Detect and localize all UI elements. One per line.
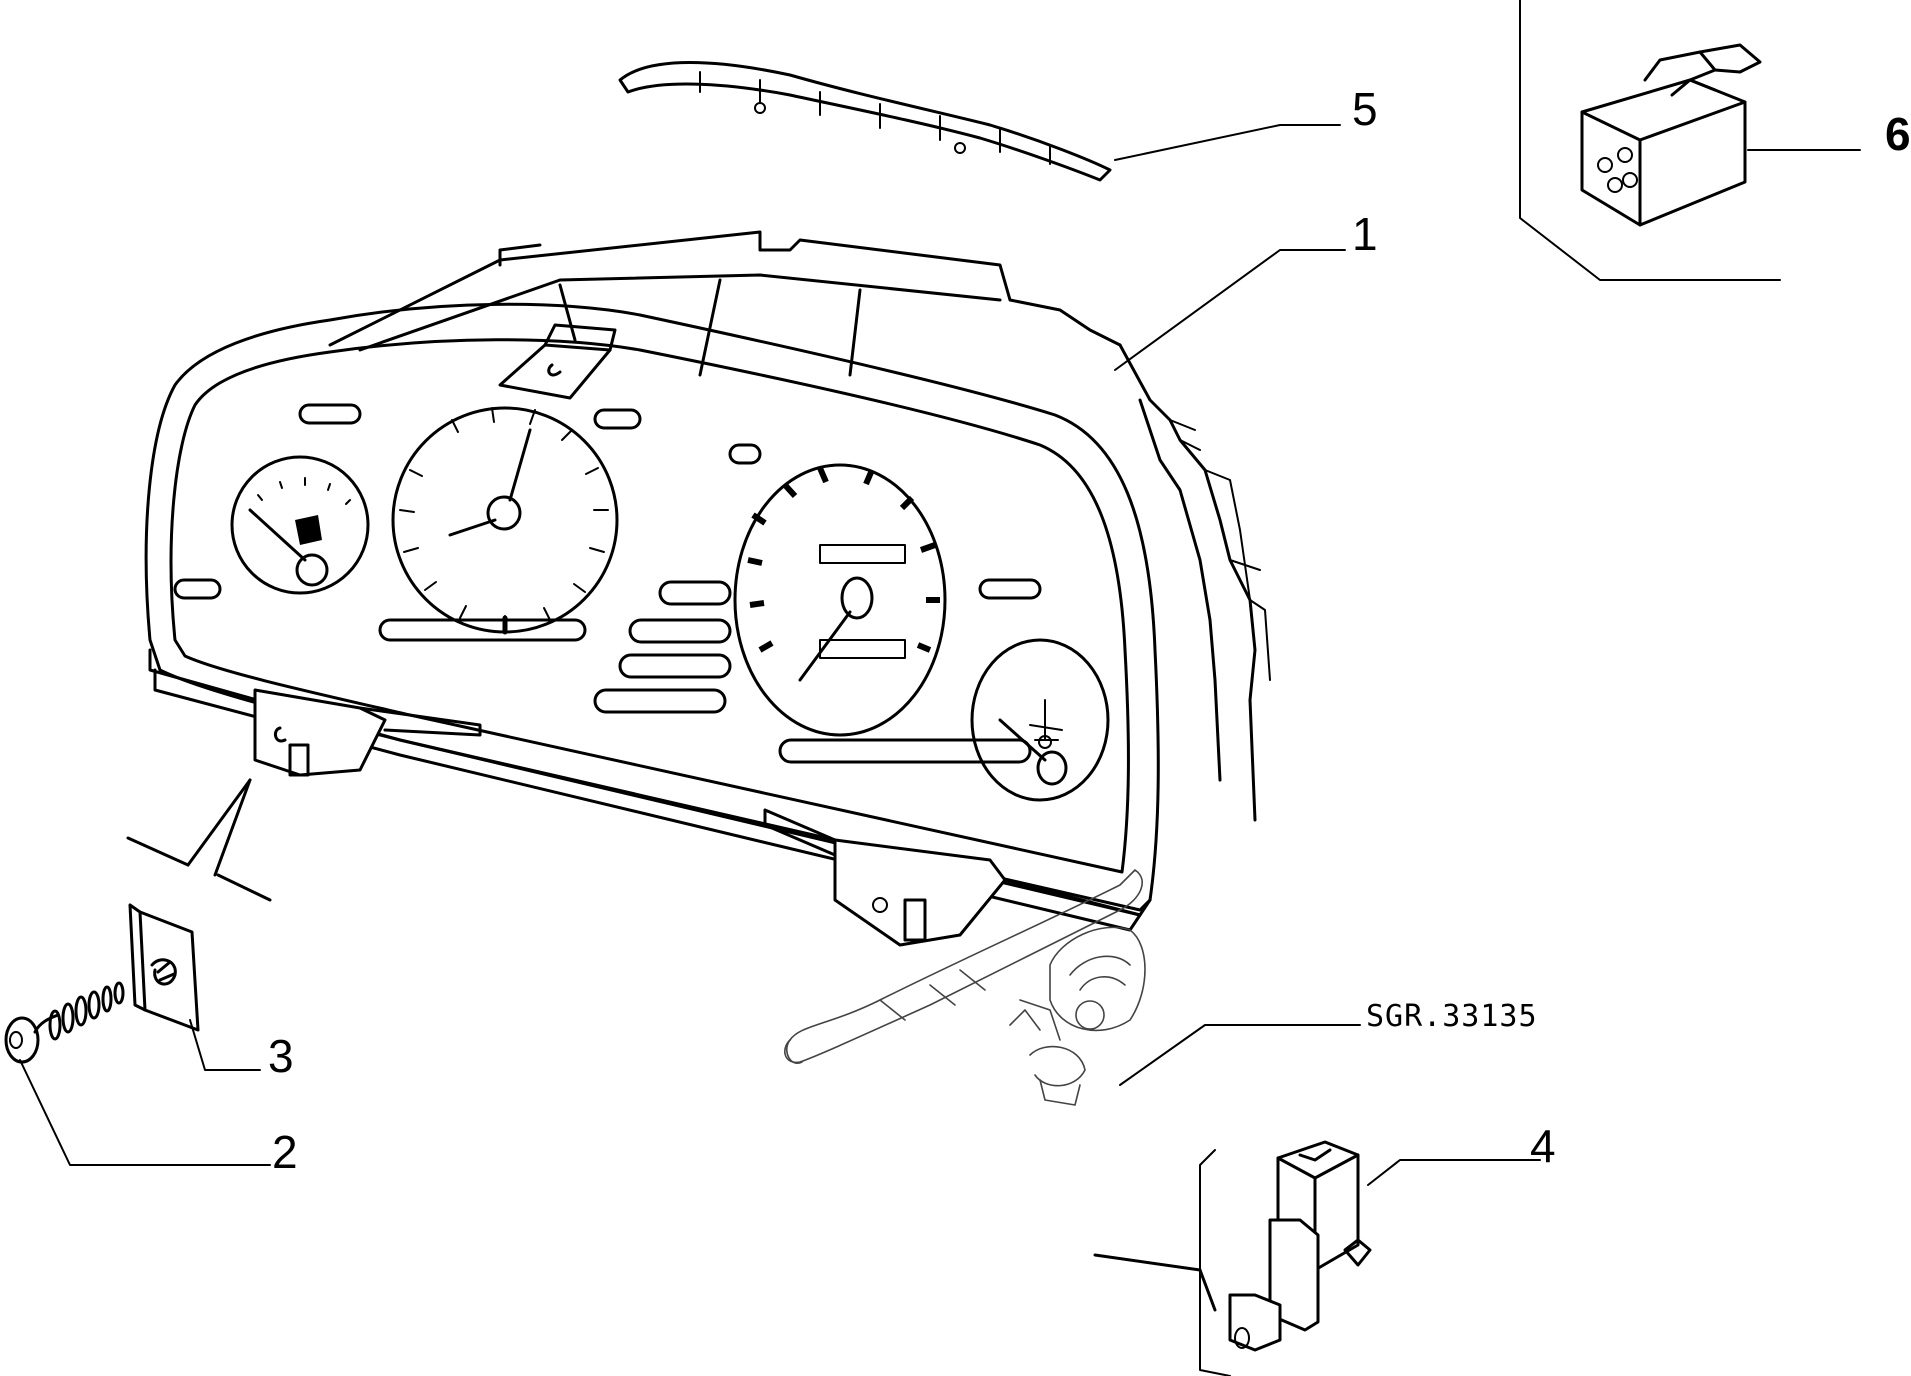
switch-assembly-line [1093,1253,1202,1272]
gauge-speedometer [733,463,947,737]
callout-3: 3 [268,1030,294,1082]
reference-code: SGR.33135 [1366,999,1538,1034]
assembly-guide-lines [126,778,272,902]
gauge-tachometer [391,406,619,634]
part-2-screw [4,981,125,1064]
callout-5: 5 [1352,83,1378,135]
part-5-trim-strip [618,61,1112,182]
part-1-instrument-cluster [144,230,1271,947]
part-6-relay [1519,0,1781,281]
gauge-fuel [230,455,370,595]
part-3-clip-nut [128,903,200,1032]
handbrake-lever [784,869,1146,1106]
callout-6: 6 [1885,108,1911,160]
callout-1: 1 [1352,208,1378,260]
switch-assembly-line-2 [1198,1268,1217,1312]
leader-lines [19,124,1861,1186]
gauge-temperature [970,638,1110,802]
callout-2: 2 [272,1126,298,1178]
part-4-handbrake-switch [1199,1140,1372,1376]
mounting-tab-right [833,838,1007,947]
callout-4: 4 [1530,1120,1556,1172]
